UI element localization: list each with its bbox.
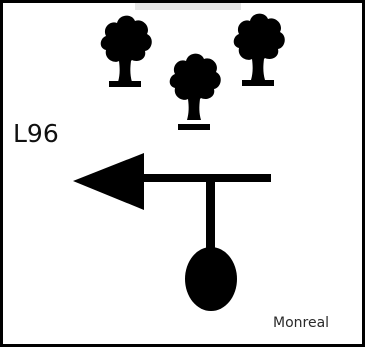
arrow-shaft — [136, 174, 271, 182]
road-number-label: L96 — [13, 119, 59, 148]
tree-icon — [233, 13, 285, 86]
current-location-dot-icon — [185, 247, 237, 311]
tree-icon — [169, 53, 221, 130]
top-tab-decoration — [135, 3, 241, 10]
arrow-left-icon — [73, 153, 144, 210]
tree-icon — [100, 15, 152, 87]
route-stem — [206, 179, 215, 259]
destination-label: Monreal — [273, 315, 330, 331]
diagram-graphics — [73, 13, 285, 311]
